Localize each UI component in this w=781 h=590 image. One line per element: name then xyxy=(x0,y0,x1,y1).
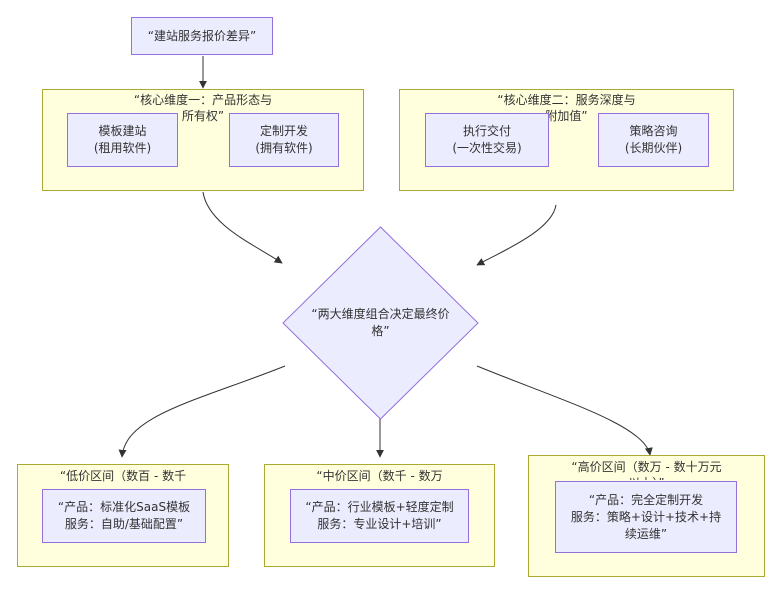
template-site-node: 模板建站 (租用软件) xyxy=(67,113,178,167)
execution-delivery-node: 执行交付 (一次性交易) xyxy=(425,113,549,167)
strategy-consulting-label: 策略咨询 (长期伙伴) xyxy=(624,124,683,155)
decision-label: “两大维度组合决定最终价 格” xyxy=(311,307,450,338)
edge-product-to-decision xyxy=(202,191,283,264)
low-price-content: “产品：标准化SaaS模板 服务：自助/基础配置” xyxy=(57,500,191,531)
edge-decision-to-high xyxy=(476,365,653,456)
high-price-title: “高价区间（数万 - 数十万元 以上）” xyxy=(571,460,722,480)
high-price-content: “产品：完全定制开发 服务：策略+设计+技术+持 续运维” xyxy=(570,492,722,541)
low-price-title: “低价区间（数百 - 数千 元）” xyxy=(59,469,187,483)
low-price-content-node: “产品：标准化SaaS模板 服务：自助/基础配置” xyxy=(42,489,206,543)
mid-price-content: “产品：行业模板+轻度定制 服务：专业设计+培训” xyxy=(305,500,454,531)
execution-delivery-label: 执行交付 (一次性交易) xyxy=(452,124,522,155)
template-site-label: 模板建站 (租用软件) xyxy=(93,124,152,155)
root-node: “建站服务报价差异” xyxy=(131,17,273,55)
root-node-label: “建站服务报价差异” xyxy=(147,28,257,43)
custom-dev-node: 定制开发 (拥有软件) xyxy=(229,113,339,167)
custom-dev-label: 定制开发 (拥有软件) xyxy=(255,124,313,155)
edge-decision-to-low xyxy=(118,365,286,458)
strategy-consulting-node: 策略咨询 (长期伙伴) xyxy=(598,113,709,167)
decision-diamond xyxy=(282,226,479,420)
high-price-content-node: “产品：完全定制开发 服务：策略+设计+技术+持 续运维” xyxy=(555,481,737,553)
product-cluster-title: “核心维度一：产品形态与 所有权” xyxy=(133,93,273,123)
service-cluster-title: “核心维度二：服务深度与 附加值” xyxy=(497,93,636,123)
mid-price-content-node: “产品：行业模板+轻度定制 服务：专业设计+培训” xyxy=(290,489,469,543)
edge-service-to-decision xyxy=(476,204,557,266)
mid-price-title: “中价区间（数千 - 数万 元）” xyxy=(316,469,443,483)
